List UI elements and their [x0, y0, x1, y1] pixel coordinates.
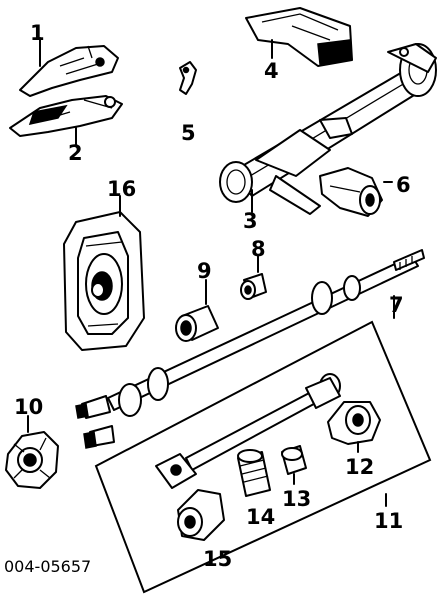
callout-4: 4: [264, 59, 279, 83]
part-3-column-tube: [219, 43, 437, 215]
callout-12: 12: [345, 455, 374, 479]
callout-7: 7: [389, 293, 404, 317]
callout-11: 11: [374, 509, 403, 533]
part-11-shaft-kit: [94, 320, 432, 594]
part-16-boot-seal: [63, 195, 145, 351]
part-1-upper-shroud: [19, 37, 119, 97]
part-13-sleeve: [281, 445, 307, 485]
part-6-switch-housing: [319, 167, 393, 217]
part-14-pin: [237, 449, 271, 497]
callout-13: 13: [282, 487, 311, 511]
part-10-coupling: [5, 415, 59, 489]
callout-16: 16: [107, 177, 136, 201]
part-8-bearing: [240, 255, 267, 300]
callout-3: 3: [243, 209, 258, 233]
callout-10: 10: [14, 395, 43, 419]
callout-5: 5: [181, 121, 196, 145]
callout-2: 2: [68, 141, 83, 165]
callout-8: 8: [251, 237, 266, 261]
part-9-bushing: [175, 279, 219, 342]
part-5-clip: [179, 61, 197, 95]
callout-1: 1: [30, 21, 45, 45]
part-15-bushing-block: [177, 489, 225, 541]
part-4-bracket: [245, 7, 353, 67]
part-12-bearing-housing: [327, 401, 381, 453]
part-2-lower-shroud: [9, 95, 123, 146]
reference-code: 004-05657: [4, 557, 91, 576]
callout-14: 14: [246, 505, 275, 529]
callout-6: 6: [396, 173, 411, 197]
callout-15: 15: [203, 547, 232, 571]
part-7-lower-shaft: [75, 249, 425, 449]
callout-9: 9: [197, 259, 212, 283]
